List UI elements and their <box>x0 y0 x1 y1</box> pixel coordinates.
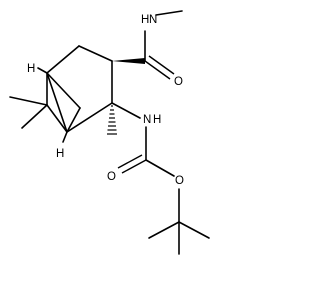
bond-n-methyl <box>155 10 183 16</box>
amide-o-label: O <box>174 76 183 88</box>
bond-c1-c6 <box>46 45 80 74</box>
bridgehead-h-bottom-label: H <box>56 148 64 160</box>
bond-c6-c5 <box>78 45 113 62</box>
bicyclic-ring-bonds <box>46 45 113 133</box>
structure-diagram: H H H N O N H O O <box>9 10 210 255</box>
carbamate-o-carbonyl-label: O <box>107 171 116 183</box>
bond-carbonyl-o-1 <box>144 60 171 80</box>
bond-c-o-double-1 <box>121 159 147 174</box>
bond-c2-c4 <box>66 102 113 133</box>
amide-group: H N O <box>112 10 183 88</box>
bond-methyl-b <box>21 104 48 129</box>
bond-tbu-me-1 <box>148 221 180 239</box>
bond-h-top <box>37 67 48 74</box>
bond-c-o-ester <box>145 159 175 177</box>
carbamate-o-ester-label: O <box>175 175 184 187</box>
bond-c1-c2-front <box>46 72 68 133</box>
bond-c-o-double-2 <box>117 154 143 169</box>
bond-methyl-a <box>9 96 48 106</box>
amide-h-label: H <box>141 14 149 26</box>
bond-c1-bridge <box>46 72 81 109</box>
bond-c2-bridge <box>66 107 81 133</box>
bridgehead-h-top-label: H <box>27 63 35 75</box>
bond-c4-n <box>111 102 141 119</box>
gem-dimethyl-bonds <box>9 96 48 129</box>
bond-c7-c2 <box>46 104 68 133</box>
c4-methyl-hashed <box>107 105 117 135</box>
carbamate-group: N H O O <box>107 102 210 255</box>
carbamate-n-label: N <box>143 114 151 126</box>
bond-h-bottom <box>62 131 68 143</box>
bridgehead-h-top: H <box>27 63 48 75</box>
carbamate-h-label: H <box>153 114 161 126</box>
bond-tbu-me-2 <box>178 221 210 239</box>
bond-carbonyl-o-2 <box>148 55 175 75</box>
wedge-to-amide-carbon <box>112 58 145 64</box>
amide-n-label: N <box>149 14 157 26</box>
bridgehead-h-bottom: H <box>56 131 68 160</box>
